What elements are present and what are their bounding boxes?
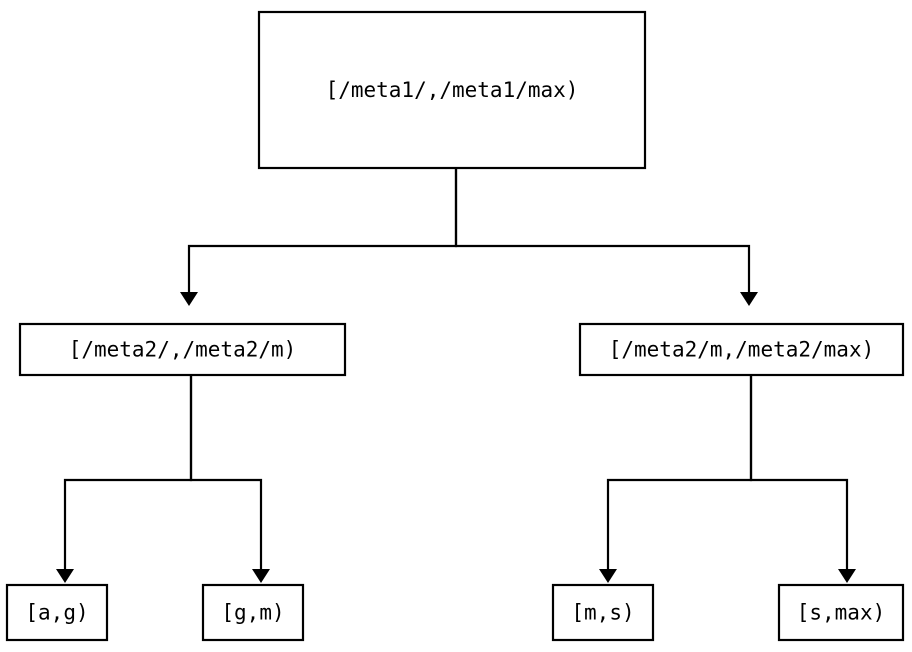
node-label: [/meta2/,/meta2/m) — [69, 338, 297, 362]
node-label: [m,s) — [571, 601, 634, 625]
arrow-down-icon — [252, 569, 270, 583]
edge-polyline — [454, 168, 751, 292]
arrow-down-icon — [838, 569, 856, 583]
edge-polyline — [606, 375, 753, 569]
edge-root-mid-right — [454, 168, 758, 306]
node-mid-right[interactable]: [/meta2/m,/meta2/max) — [578, 322, 905, 377]
edge-polyline — [749, 375, 849, 569]
edge-root-mid-left — [180, 168, 458, 306]
node-box[interactable] — [578, 322, 905, 377]
arrow-down-icon — [56, 569, 74, 583]
edges-layer — [56, 168, 856, 583]
node-box[interactable] — [777, 583, 905, 642]
edge-midleft-leaf-a-g — [56, 375, 193, 583]
node-label: [/meta2/m,/meta2/max) — [609, 338, 875, 362]
arrow-down-icon — [599, 569, 617, 583]
node-box[interactable] — [257, 10, 647, 170]
node-label: [/meta1/,/meta1/max) — [326, 78, 579, 102]
node-leaf-a-g[interactable]: [a,g) — [5, 583, 109, 642]
node-leaf-g-m[interactable]: [g,m) — [201, 583, 305, 642]
node-mid-left[interactable]: [/meta2/,/meta2/m) — [18, 322, 347, 377]
node-label: [a,g) — [25, 601, 88, 625]
node-box[interactable] — [5, 583, 109, 642]
node-box[interactable] — [201, 583, 305, 642]
node-box[interactable] — [18, 322, 347, 377]
arrow-down-icon — [740, 292, 758, 306]
edge-polyline — [63, 375, 193, 569]
edge-polyline — [189, 375, 263, 569]
node-root[interactable]: [/meta1/,/meta1/max) — [257, 10, 647, 170]
edge-midright-leaf-m-s — [599, 375, 753, 583]
edge-polyline — [187, 168, 458, 292]
node-label: [g,m) — [221, 601, 284, 625]
arrow-down-icon — [180, 292, 198, 306]
node-box[interactable] — [551, 583, 655, 642]
node-label: [s,max) — [797, 601, 886, 625]
edge-midleft-leaf-g-m — [189, 375, 270, 583]
edge-midright-leaf-s-max — [749, 375, 856, 583]
nodes-layer: [/meta1/,/meta1/max) [/meta2/,/meta2/m) [/… — [5, 10, 905, 642]
node-leaf-m-s[interactable]: [m,s) — [551, 583, 655, 642]
node-leaf-s-max[interactable]: [s,max) — [777, 583, 905, 642]
